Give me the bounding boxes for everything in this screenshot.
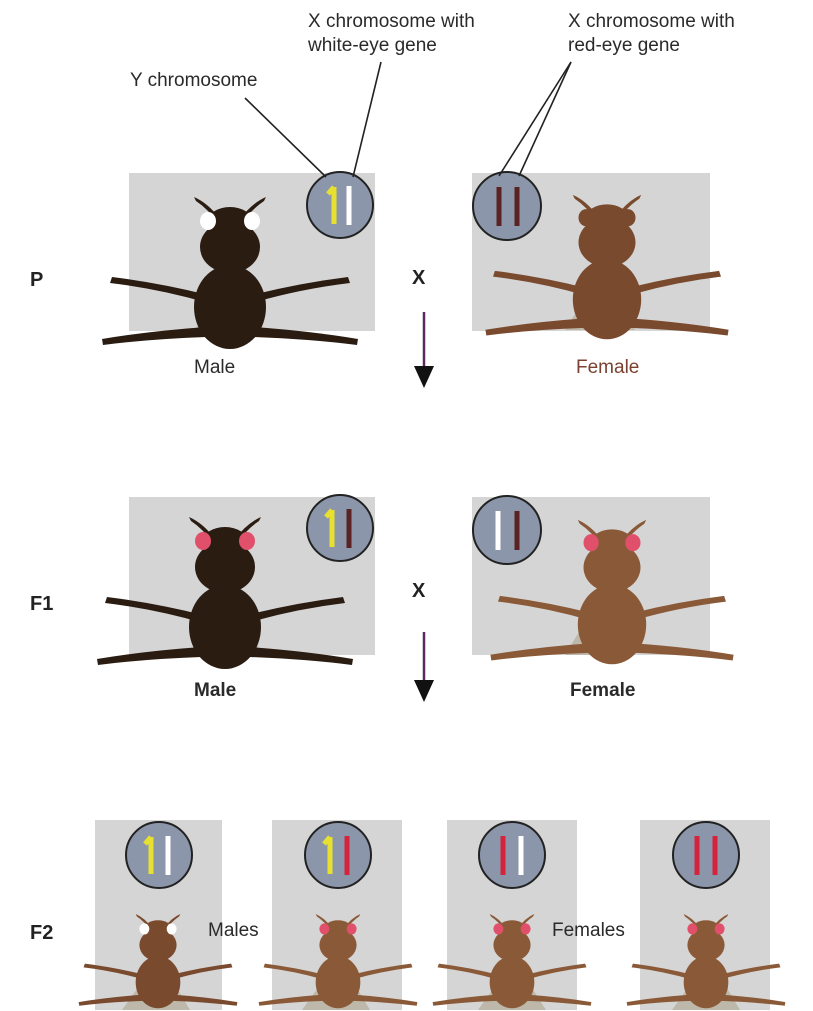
- y-pointer-line: [245, 98, 326, 177]
- f1-cross-symbol: X: [412, 581, 425, 601]
- x-red-annotation: X chromosome with red-eye gene: [568, 10, 735, 58]
- p-male-label: Male: [194, 358, 235, 377]
- f1-male-label: Male: [194, 681, 236, 700]
- y-annotation: Y chromosome: [130, 69, 257, 93]
- f2-chromosome-circle-4-icon: [673, 822, 739, 888]
- down-arrow-icon: [414, 312, 434, 388]
- down-arrow-icon: [414, 632, 434, 702]
- x-white-annotation-line-1: X chromosome with: [308, 10, 475, 34]
- generation-f1-label: F1: [30, 594, 53, 614]
- f2-males-label: Males: [208, 921, 259, 940]
- x-red-annotation-line-2: red-eye gene: [568, 34, 735, 58]
- f2-chromosome-circle-2-icon: [305, 822, 371, 888]
- p-cross-symbol: X: [412, 268, 425, 288]
- generation-p-label: P: [30, 270, 43, 290]
- p-male-chromosome-circle-icon: [307, 172, 373, 238]
- x-white-annotation: X chromosome with white-eye gene: [308, 10, 475, 58]
- f2-females-label: Females: [552, 921, 625, 940]
- x-white-annotation-line-2: white-eye gene: [308, 34, 475, 58]
- x-red-annotation-line-1: X chromosome with: [568, 10, 735, 34]
- generation-f2-label: F2: [30, 923, 53, 943]
- x-red-pointer-line-2: [519, 62, 571, 176]
- p-female-label: Female: [576, 358, 639, 377]
- f1-male-chromosome-circle-icon: [307, 495, 373, 561]
- p-female-chromosome-circle-icon: [473, 172, 541, 240]
- f2-chromosome-circle-1-icon: [126, 822, 192, 888]
- x-white-pointer-line: [353, 62, 381, 177]
- f1-female-chromosome-circle-icon: [473, 496, 541, 564]
- f2-chromosome-circle-3-icon: [479, 822, 545, 888]
- x-red-pointer-line-1: [499, 62, 571, 176]
- f1-female-label: Female: [570, 681, 635, 700]
